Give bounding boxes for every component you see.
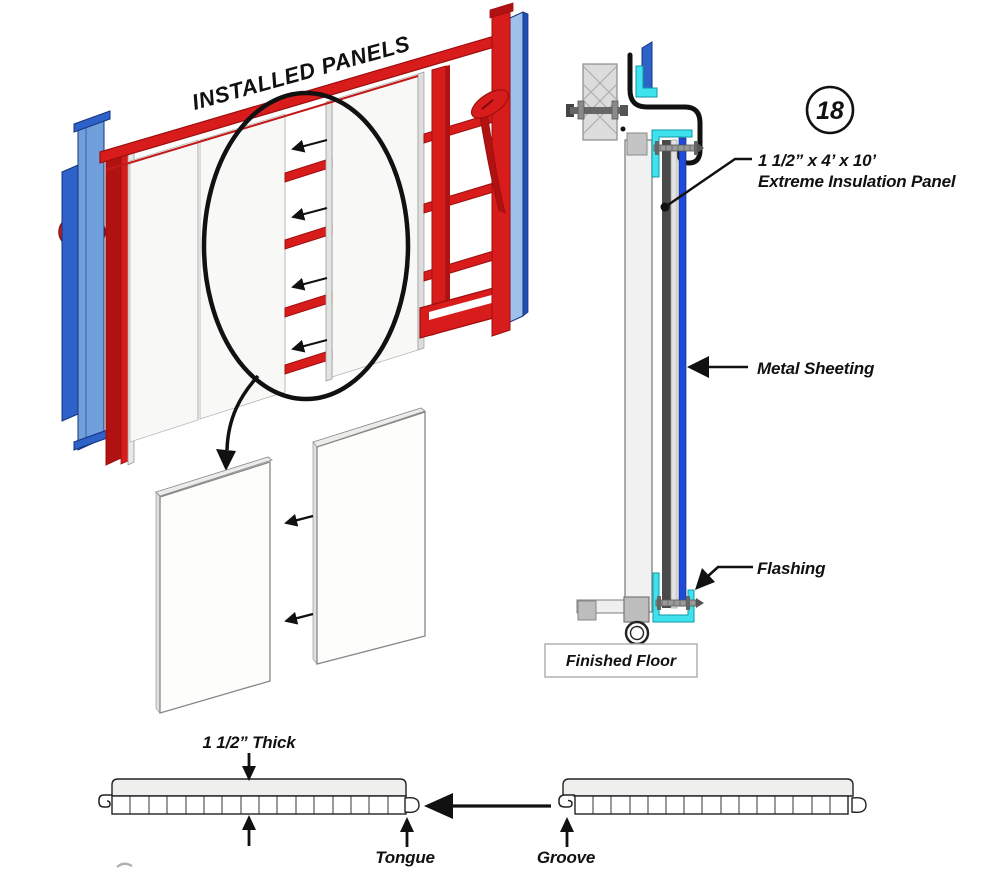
cell-layer (574, 795, 849, 815)
top-panel-flashing (651, 129, 693, 178)
open-steel-frame (99, 31, 511, 339)
top-flashing-angle (635, 65, 658, 98)
isometric-installed-panels-view: INSTALLED PANELS (58, 2, 529, 714)
insulation-panel-label: 1 1/2” x 4’ x 10’ Extreme Insulation Pan… (660, 151, 957, 212)
panel-3-edge (417, 71, 425, 351)
base-flashing-channel (652, 572, 695, 623)
join-arrow-2 (284, 611, 314, 625)
slide-arrow-2 (291, 207, 328, 221)
wall-column (624, 139, 653, 613)
slide-arrow-4 (291, 339, 328, 353)
slide-arrow-3 (291, 277, 328, 291)
panel-size-line2: Extreme Insulation Panel (758, 172, 957, 191)
structural-girt-section (566, 63, 628, 141)
panel-2 (199, 113, 286, 420)
mid-post (431, 65, 447, 336)
installed-panel-faces (129, 71, 425, 443)
detail-callout-ellipse (201, 90, 411, 402)
top-fastener (653, 144, 701, 152)
column-cap (626, 132, 648, 156)
panel-clamp-head (470, 89, 510, 119)
flashing-label: Flashing (695, 559, 826, 590)
bolt-shaft (570, 107, 628, 114)
tongue-shape-right-end (851, 796, 867, 814)
loose-panel-right (316, 411, 426, 665)
slide-direction-arrows (291, 139, 328, 353)
slide-arrow-1 (291, 139, 328, 153)
panel-size-line1: 1 1/2” x 4’ x 10’ (758, 151, 876, 170)
panel-clamp-arm (478, 110, 506, 214)
next-panel-edge (325, 99, 333, 382)
profile-panel-right (558, 778, 867, 815)
svg-text:Finished Floor: Finished Floor (566, 653, 677, 670)
right-column (470, 2, 529, 337)
corner-artifact (116, 862, 133, 868)
tongue-groove-profile: 1 1/2” Thick Tongue Groove (98, 733, 867, 868)
tongue-callout: Tongue (375, 817, 435, 867)
loose-panel-left (159, 461, 271, 714)
insulation-panel-section (662, 140, 671, 608)
metal-sheeting-label: Metal Sheeting (687, 356, 875, 378)
detail-balloon: 18 (805, 85, 855, 135)
svg-text:Metal Sheeting: Metal Sheeting (757, 359, 875, 378)
loose-panels (155, 407, 426, 714)
join-arrow-1 (284, 513, 314, 527)
gap-girts (284, 99, 333, 382)
foam-layer (562, 778, 854, 797)
thickness-callout: 1 1/2” Thick (202, 733, 297, 846)
bolt-nut (620, 105, 628, 116)
groove-callout: Groove (537, 817, 595, 867)
svg-text:1 1/2” Thick: 1 1/2” Thick (202, 733, 297, 752)
svg-text:Flashing: Flashing (757, 559, 826, 578)
base-assembly (576, 572, 704, 646)
wall-section-detail: 18 1 1/2” x 4’ x 10’ Extreme Insulation … (544, 41, 957, 678)
foam-layer (111, 778, 407, 797)
groove-shape (558, 794, 575, 808)
balloon-number: 18 (816, 97, 844, 125)
column-base-block (623, 596, 650, 623)
svg-text:Tongue: Tongue (375, 848, 435, 867)
callout-leader-arrow (216, 374, 260, 471)
metal-sheeting-section (678, 137, 687, 607)
tongue-shape (404, 796, 420, 814)
profile-join-arrow (424, 793, 551, 819)
finished-floor: Finished Floor (544, 643, 698, 678)
panel-1 (129, 139, 199, 443)
left-column (58, 110, 135, 466)
svg-text:Groove: Groove (537, 848, 595, 867)
groove-shape-left-end (98, 794, 112, 808)
profile-panel-left (98, 778, 420, 815)
